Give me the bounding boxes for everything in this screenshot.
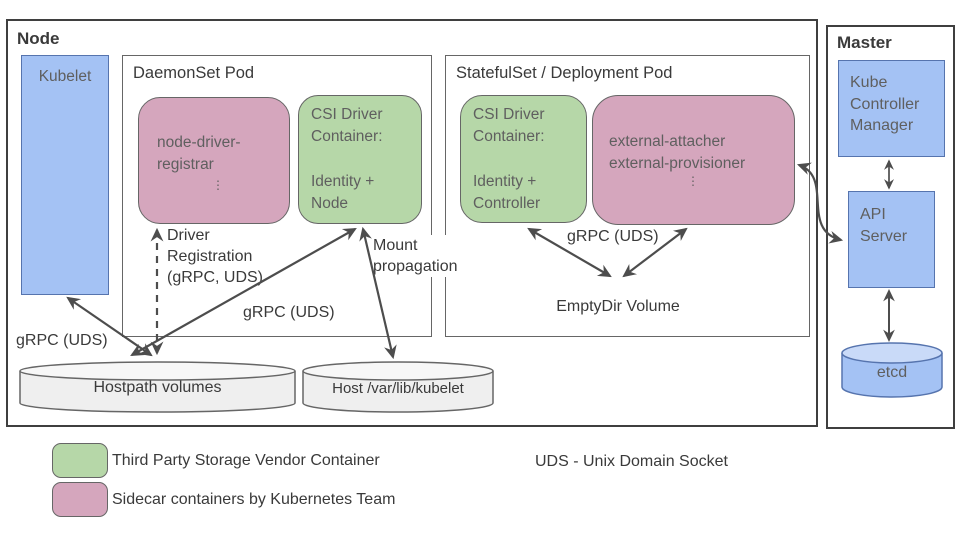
registrar-ellipsis: ⋮ [212,178,224,192]
driver-registration-label: Driver Registration (gRPC, UDS) [167,227,264,286]
node-driver-registrar-label: node-driver-registrar [157,134,241,173]
emptydir-volume-label: EmptyDir Volume [556,298,680,315]
node-title: Node [17,29,60,48]
node-driver-registrar-box: node-driver-registrar ⋮ [138,97,290,224]
api-server-label: API Server [860,206,908,245]
legend-green-swatch [52,443,108,478]
hostpath-volumes-label: Hostpath volumes [93,379,222,396]
host-var-lib-kubelet-label: Host /var/lib/kubelet [332,380,464,397]
uds-note-label: UDS - Unix Domain Socket [535,453,728,470]
kube-controller-manager-box: Kube Controller Manager [838,60,945,157]
csi-driver-controller-body: Identity + Controller [473,173,541,212]
external-provisioner-label: external-provisioner [609,154,746,172]
external-sidecars-box: external-attacher external-provisioner ⋮ [592,95,795,225]
grpc-uds-mid-label: gRPC (UDS) [243,304,335,321]
kube-controller-manager-label: Kube Controller Manager [850,74,920,134]
api-server-box: API Server [848,191,935,288]
mount-propagation-label: Mount propagation [373,235,475,277]
legend-pink-swatch [52,482,108,517]
daemonset-pod-title: DaemonSet Pod [133,64,255,82]
csi-driver-controller-title: CSI Driver Container: [473,106,545,145]
kubelet-label: Kubelet [38,68,92,85]
statefulset-pod-title: StatefulSet / Deployment Pod [456,64,673,82]
csi-driver-node-body: Identity + Node [311,173,375,212]
legend-green-label: Third Party Storage Vendor Container [112,452,380,469]
external-attacher-label: external-attacher [609,133,726,150]
grpc-uds-right-label: gRPC (UDS) [567,228,659,245]
csi-driver-node-box: CSI Driver Container: Identity + Node [298,95,422,224]
csi-driver-controller-box: CSI Driver Container: Identity + Control… [460,95,587,223]
master-title: Master [837,33,892,52]
grpc-uds-left-label: gRPC (UDS) [16,332,108,349]
legend-pink-label: Sidecar containers by Kubernetes Team [112,491,396,508]
external-ellipsis: ⋮ [687,174,699,188]
kubelet-box: Kubelet [21,55,109,295]
csi-driver-node-title: CSI Driver Container: [311,106,383,145]
